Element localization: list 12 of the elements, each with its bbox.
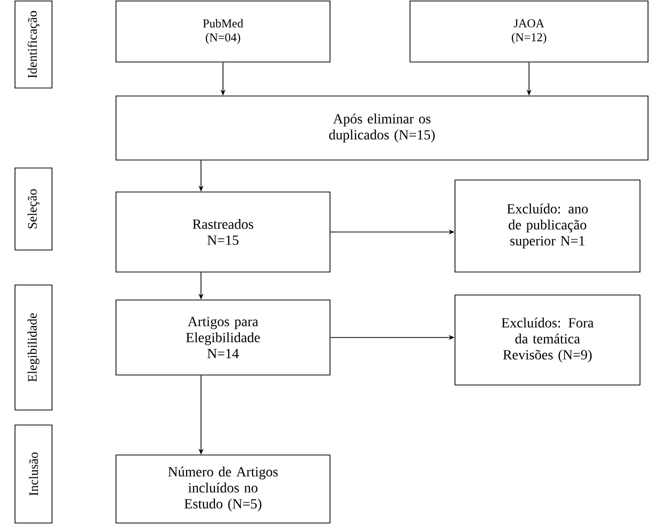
process-box: Excluídos: Fora da temática Revisões (N=9) xyxy=(454,294,640,386)
stage-label: Seleção xyxy=(14,168,52,250)
process-box: JAOA (N=12) xyxy=(410,0,648,62)
stage-label: Elegibilidade xyxy=(14,284,52,410)
process-box: Artigos para Elegibilidade N=14 xyxy=(116,300,330,376)
process-box: Número de Artigos incluídos no Estudo (N=5) xyxy=(116,454,330,524)
process-box: Após eliminar os duplicados (N=15) xyxy=(116,96,648,160)
process-box: Excluído: ano de publicação superior N=1 xyxy=(454,180,640,272)
stage-label: Inclusão xyxy=(14,424,52,524)
process-box: Rastreados N=15 xyxy=(116,192,330,272)
stage-label: Identificação xyxy=(14,0,52,88)
process-box: PubMed (N=04) xyxy=(116,0,330,62)
